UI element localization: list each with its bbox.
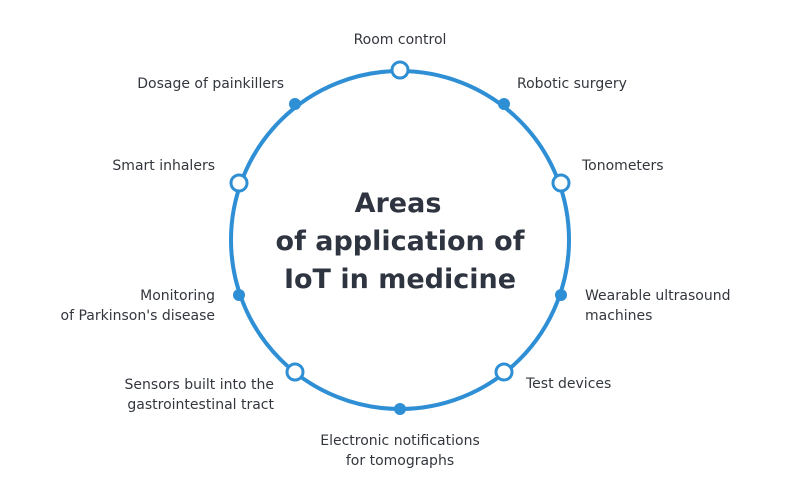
label-test-devices-line-1: Test devices bbox=[526, 376, 612, 392]
label-wearable-ultrasound-line-1: Wearable ultrasound bbox=[585, 288, 731, 304]
label-electronic-notifications-line-1: Electronic notifications bbox=[320, 433, 480, 449]
label-smart-inhalers: Smart inhalers bbox=[112, 156, 215, 176]
label-sensors-gi-tract-line-2: gastrointestinal tract bbox=[127, 397, 274, 413]
label-painkiller-dosage: Dosage of painkillers bbox=[137, 74, 284, 94]
label-robotic-surgery: Robotic surgery bbox=[517, 74, 627, 94]
label-wearable-ultrasound: Wearable ultrasound machines bbox=[585, 286, 730, 326]
marker-sensors-gi-tract bbox=[285, 362, 305, 382]
label-sensors-gi-tract-line-1: Sensors built into the bbox=[124, 377, 274, 393]
marker-room-control bbox=[390, 60, 410, 80]
label-electronic-notifications-line-2: for tomographs bbox=[345, 453, 455, 469]
label-painkiller-dosage-line-1: Dosage of painkillers bbox=[137, 76, 284, 92]
marker-parkinsons-monitoring bbox=[233, 289, 245, 301]
marker-robotic-surgery bbox=[498, 98, 510, 110]
label-electronic-notifications: Electronic notifications for tomographs bbox=[270, 431, 530, 471]
marker-tonometers bbox=[551, 173, 571, 193]
title-line-2: of application of bbox=[276, 226, 525, 257]
label-tonometers-line-1: Tonometers bbox=[582, 158, 664, 174]
title-line-1: Areas bbox=[355, 188, 442, 219]
label-tonometers: Tonometers bbox=[582, 156, 664, 176]
label-room-control: Room control bbox=[300, 30, 500, 50]
label-smart-inhalers-line-1: Smart inhalers bbox=[112, 158, 215, 174]
label-room-control-line-1: Room control bbox=[353, 32, 447, 48]
label-parkinsons-monitoring-line-2: of Parkinson's disease bbox=[60, 308, 215, 324]
label-sensors-gi-tract: Sensors built into the gastrointestinal … bbox=[125, 375, 274, 415]
marker-smart-inhalers bbox=[229, 173, 249, 193]
label-parkinsons-monitoring-line-1: Monitoring bbox=[140, 288, 215, 304]
marker-test-devices bbox=[494, 362, 514, 382]
node-markers bbox=[229, 60, 571, 415]
label-parkinsons-monitoring: Monitoring of Parkinson's disease bbox=[61, 286, 215, 326]
title-line-3: IoT in medicine bbox=[284, 264, 516, 295]
label-robotic-surgery-line-1: Robotic surgery bbox=[517, 76, 627, 92]
marker-electronic-notifications bbox=[394, 403, 406, 415]
center-title: Areas of application of IoT in medicine bbox=[276, 188, 525, 295]
label-test-devices: Test devices bbox=[526, 374, 611, 394]
label-wearable-ultrasound-line-2: machines bbox=[585, 308, 653, 324]
marker-painkiller-dosage bbox=[289, 98, 301, 110]
marker-wearable-ultrasound bbox=[555, 289, 567, 301]
